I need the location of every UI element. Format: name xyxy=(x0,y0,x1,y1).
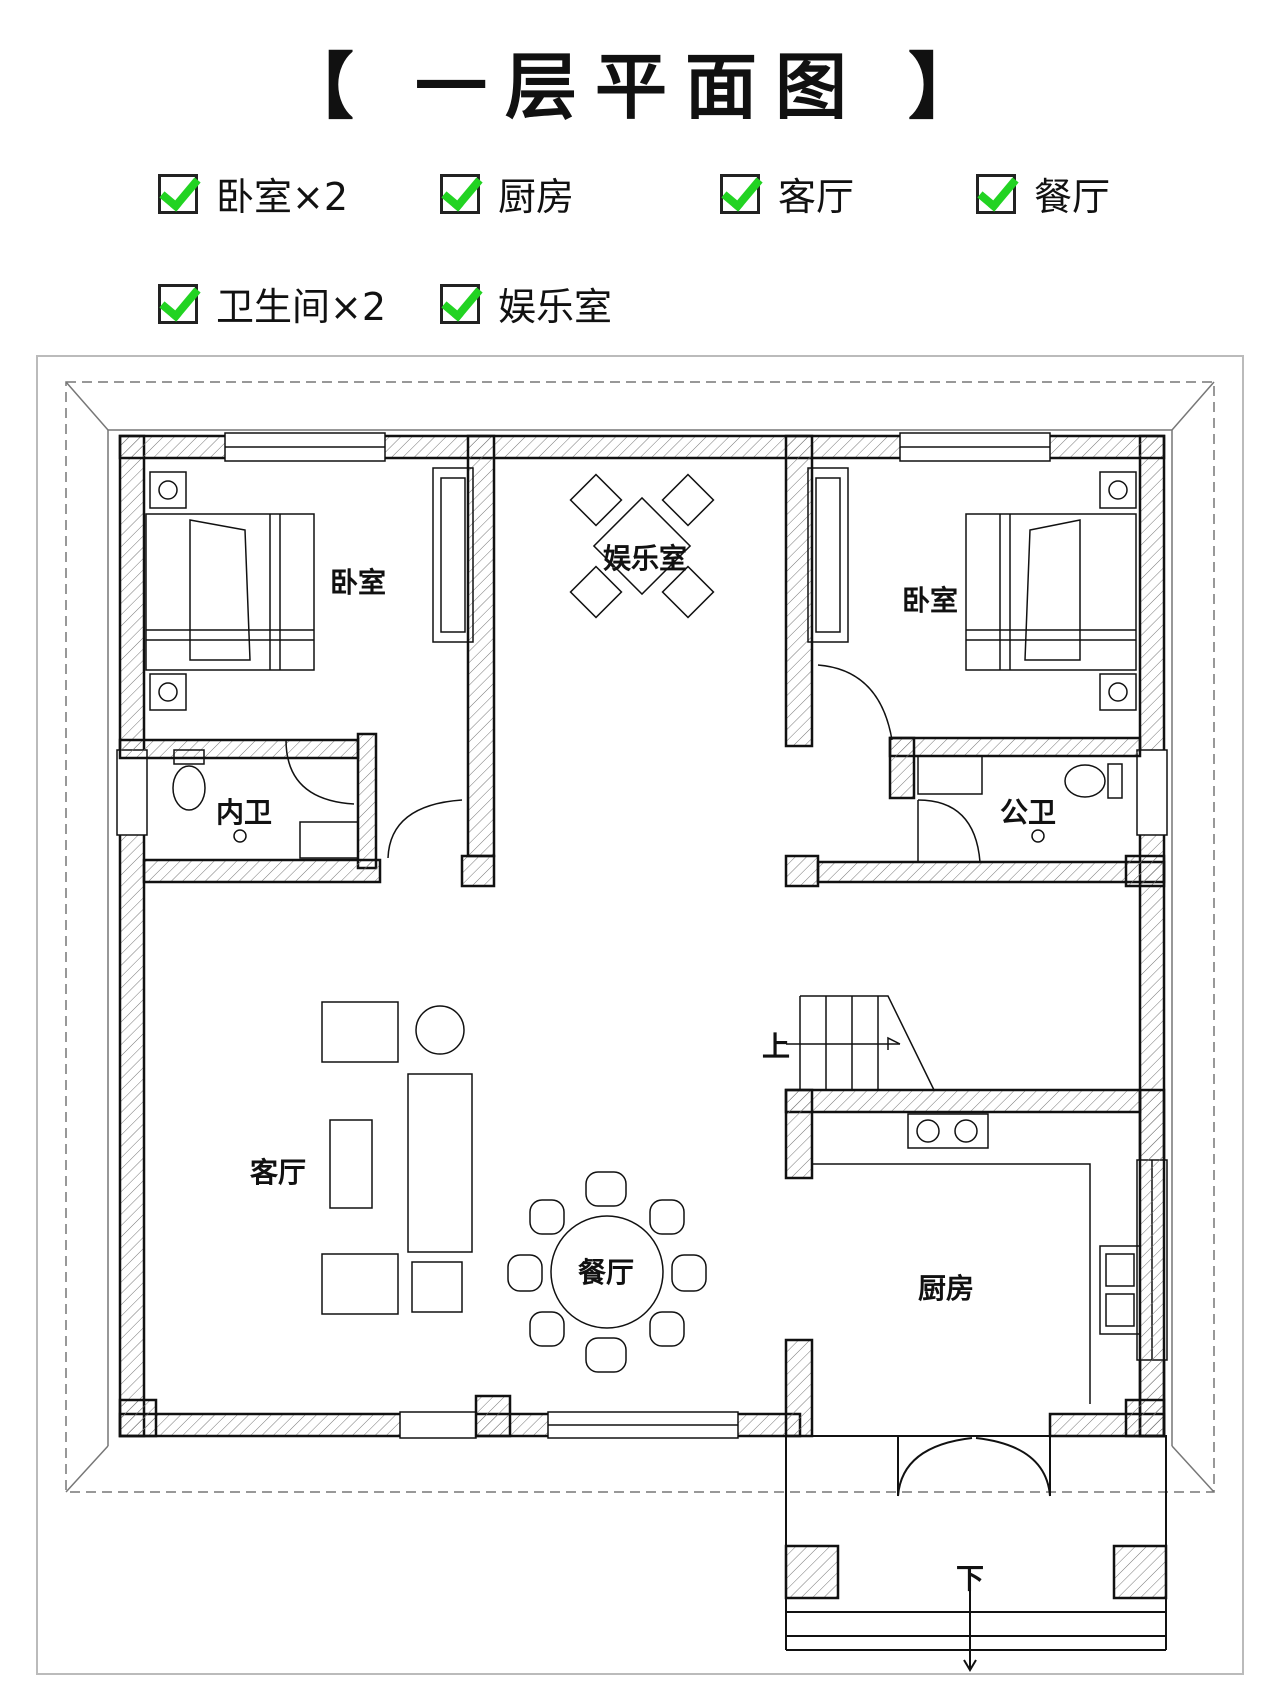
room-label-kitchen: 厨房 xyxy=(918,1272,974,1305)
feature-entertainment: 娱乐室 xyxy=(440,276,612,331)
exterior-walls xyxy=(118,434,1166,1438)
feature-bedroom: 卧室×2 xyxy=(158,166,348,221)
plan-frame xyxy=(36,355,1244,1675)
room-label-bedroom-right: 卧室 xyxy=(902,584,958,617)
dining-set xyxy=(507,1171,707,1373)
roof-outline xyxy=(65,381,1215,1493)
room-label-dining: 餐厅 xyxy=(578,1256,634,1289)
feature-kitchen: 厨房 xyxy=(440,166,574,221)
room-label-living: 客厅 xyxy=(250,1156,306,1189)
toilet-inner xyxy=(172,739,359,859)
wardrobe-left xyxy=(432,467,474,643)
door-swing xyxy=(387,799,463,859)
bed-left xyxy=(145,471,315,711)
feature-label: 餐厅 xyxy=(1034,175,1111,219)
room-label-inner-bath: 内卫 xyxy=(216,796,272,829)
checkbox-icon xyxy=(440,173,480,214)
checkbox-icon xyxy=(158,283,198,324)
feature-living: 客厅 xyxy=(720,166,854,221)
entrance-porch xyxy=(785,1435,1167,1672)
steps-down-label: 下 xyxy=(956,1562,984,1595)
porch-columns xyxy=(784,1544,1168,1600)
feature-label: 娱乐室 xyxy=(498,285,613,329)
roof-hips xyxy=(65,381,1215,1493)
feature-label: 卫生间×2 xyxy=(216,285,387,329)
bed-right xyxy=(965,471,1137,711)
kitchen-counter xyxy=(812,1113,1141,1404)
room-label-public-bath: 公卫 xyxy=(1000,796,1056,829)
wardrobe-right xyxy=(807,467,849,643)
toilet-public xyxy=(917,755,1123,863)
feature-bathroom: 卫生间×2 xyxy=(158,276,386,331)
stairs-up-label: 上 xyxy=(762,1030,790,1063)
room-label-entertainment: 娱乐室 xyxy=(603,542,687,575)
checkbox-icon xyxy=(720,173,760,214)
feature-label: 卧室×2 xyxy=(216,175,349,219)
feature-label: 客厅 xyxy=(778,175,855,219)
game-table xyxy=(569,473,715,619)
door-swing xyxy=(817,664,893,741)
sofa-set xyxy=(321,1001,473,1315)
checkbox-icon xyxy=(440,283,480,324)
interior-walls xyxy=(118,434,1166,1438)
checkbox-icon xyxy=(158,173,198,214)
checkbox-icon xyxy=(976,173,1016,214)
feature-label: 厨房 xyxy=(498,175,575,219)
feature-dining: 餐厅 xyxy=(976,166,1110,221)
room-label-bedroom-left: 卧室 xyxy=(330,566,386,599)
staircase xyxy=(786,995,935,1091)
page-title: 【 一层平面图 】 xyxy=(281,45,999,129)
